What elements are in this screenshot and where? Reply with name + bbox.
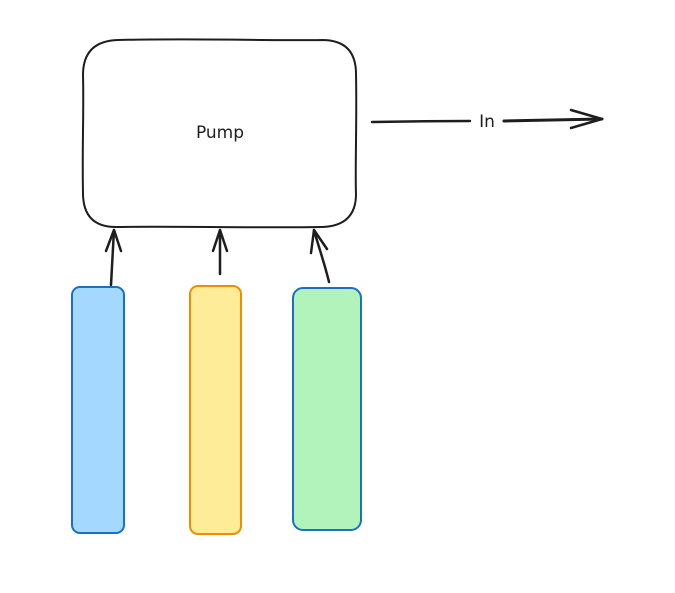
input-arrow-blue[interactable] bbox=[104, 228, 123, 287]
input-arrow-green[interactable] bbox=[309, 228, 331, 284]
output-arrow[interactable]: In bbox=[370, 108, 604, 132]
yellow-container[interactable] bbox=[189, 285, 242, 535]
output-arrow-line-right bbox=[502, 117, 604, 123]
pump-box bbox=[81, 38, 358, 229]
green-container[interactable] bbox=[292, 287, 362, 531]
input-arrow-green-head bbox=[309, 228, 329, 255]
output-arrow-line-left bbox=[370, 119, 472, 124]
pump-node[interactable]: Pump bbox=[81, 38, 358, 229]
blue-container[interactable] bbox=[71, 286, 125, 534]
input-arrow-blue-line bbox=[109, 228, 116, 287]
output-arrowhead bbox=[569, 108, 604, 130]
output-arrow-label: In bbox=[479, 112, 495, 132]
input-arrow-yellow-head bbox=[211, 228, 229, 253]
pump-label: Pump bbox=[196, 123, 244, 143]
input-arrow-green-line bbox=[312, 228, 331, 284]
input-arrow-blue-head bbox=[104, 228, 123, 253]
input-arrow-yellow[interactable] bbox=[211, 228, 229, 276]
